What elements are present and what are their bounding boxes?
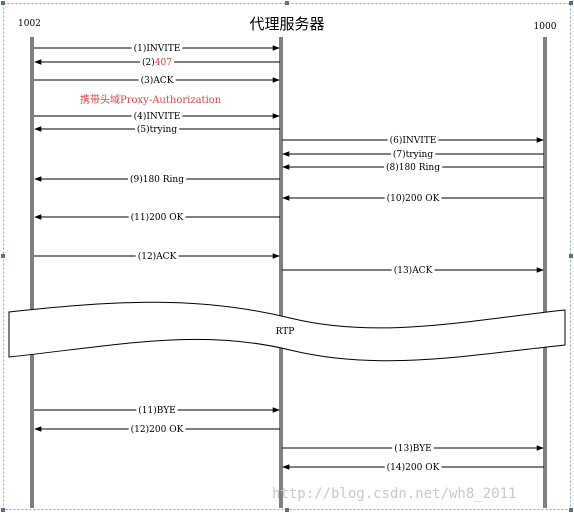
message-label-8: (8)180 Ring: [386, 162, 440, 173]
message-text: 180 Ring: [399, 163, 440, 173]
message-text: ACK: [155, 252, 176, 262]
message-label-17: (14)200 OK: [387, 462, 440, 473]
message-label-7: (7)trying: [393, 149, 433, 160]
message-number: (11): [138, 405, 156, 416]
message-number: (1): [134, 43, 147, 54]
message-text: 407: [155, 58, 172, 68]
message-text: 200 OK: [405, 194, 439, 204]
message-number: (2): [142, 57, 155, 68]
auth-header-note: 携带头域Proxy-Authorization: [80, 93, 222, 106]
message-number: (11): [131, 212, 149, 223]
message-text: 200 OK: [149, 213, 183, 223]
handle-mid-right: [569, 254, 573, 258]
message-label-bg-17: [384, 462, 442, 473]
message-text: INVITE: [146, 112, 180, 122]
message-label-bg-13: [391, 265, 435, 276]
message-text: BYE: [157, 406, 176, 416]
message-label-bg-10: [384, 193, 442, 204]
message-label-bg-5: [134, 124, 180, 135]
message-arrows: (1)INVITE(2)407(3)ACK(4)INVITE(5)trying(…: [34, 43, 544, 473]
message-text: 200 OK: [405, 463, 439, 473]
handle-top-right: [569, 1, 573, 5]
rtp-band: [8, 301, 566, 362]
message-text: BYE: [413, 444, 432, 454]
message-label-13: (13)ACK: [394, 265, 433, 276]
message-text: ACK: [152, 76, 173, 86]
message-text: trying: [150, 125, 178, 135]
message-label-4: (4)INVITE: [134, 111, 181, 122]
message-label-9: (9)180 Ring: [130, 174, 184, 185]
message-label-bg-9: [127, 174, 187, 185]
message-number: (4): [134, 111, 147, 122]
message-label-5: (5)trying: [137, 124, 177, 135]
handle-mid-left: [1, 254, 5, 258]
message-label-bg-1: [131, 43, 183, 54]
message-number: (6): [390, 135, 403, 146]
message-label-bg-6: [387, 135, 439, 146]
message-label-bg-16: [392, 443, 434, 454]
watermark-text: http://blog.csdn.net/wh8_2011: [272, 486, 516, 502]
message-label-bg-8: [383, 162, 443, 173]
handle-bottom-left: [1, 508, 5, 512]
message-number: (7): [393, 149, 406, 160]
message-number: (10): [387, 193, 405, 204]
message-label-bg-7: [390, 149, 436, 160]
handle-bottom-mid: [285, 508, 289, 512]
message-label-3: (3)ACK: [141, 75, 174, 86]
lifeline-proxy: [279, 37, 283, 508]
diagram-title: 代理服务器: [249, 15, 324, 33]
message-number: (14): [387, 462, 405, 473]
message-label-16: (13)BYE: [394, 443, 431, 454]
message-label-bg-3: [138, 75, 176, 86]
right-endpoint-label: 1000: [534, 22, 557, 32]
message-number: (12): [131, 424, 149, 435]
message-label-bg-11: [128, 212, 186, 223]
message-text: INVITE: [402, 136, 436, 146]
message-label-bg-14: [136, 405, 178, 416]
message-label-2: (2)407: [142, 57, 172, 68]
message-text: INVITE: [146, 44, 180, 54]
message-number: (5): [137, 124, 150, 135]
message-text: trying: [406, 150, 434, 160]
message-label-bg-15: [128, 424, 186, 435]
message-label-bg-12: [135, 251, 179, 262]
message-label-14: (11)BYE: [138, 405, 175, 416]
handle-bottom-right: [569, 508, 573, 512]
message-number: (8): [386, 162, 399, 173]
message-label-6: (6)INVITE: [390, 135, 437, 146]
message-label-bg-2: [140, 57, 175, 68]
message-label-12: (12)ACK: [138, 251, 177, 262]
handle-top-mid: [285, 1, 289, 5]
message-number: (9): [130, 174, 143, 185]
lifeline-left: [30, 37, 34, 508]
message-text: 200 OK: [149, 425, 183, 435]
message-number: (13): [394, 443, 412, 454]
message-text: 180 Ring: [143, 175, 184, 185]
message-label-bg-4: [131, 111, 183, 122]
message-number: (3): [141, 75, 154, 86]
message-label-15: (12)200 OK: [131, 424, 184, 435]
message-label-11: (11)200 OK: [131, 212, 184, 223]
rtp-label: RTP: [276, 327, 295, 337]
left-endpoint-label: 1002: [18, 19, 41, 29]
handle-top-left: [1, 1, 5, 5]
message-text: ACK: [411, 266, 432, 276]
message-label-10: (10)200 OK: [387, 193, 440, 204]
message-number: (13): [394, 265, 412, 276]
lifeline-right: [543, 37, 547, 508]
message-number: (12): [138, 251, 156, 262]
message-label-1: (1)INVITE: [134, 43, 181, 54]
